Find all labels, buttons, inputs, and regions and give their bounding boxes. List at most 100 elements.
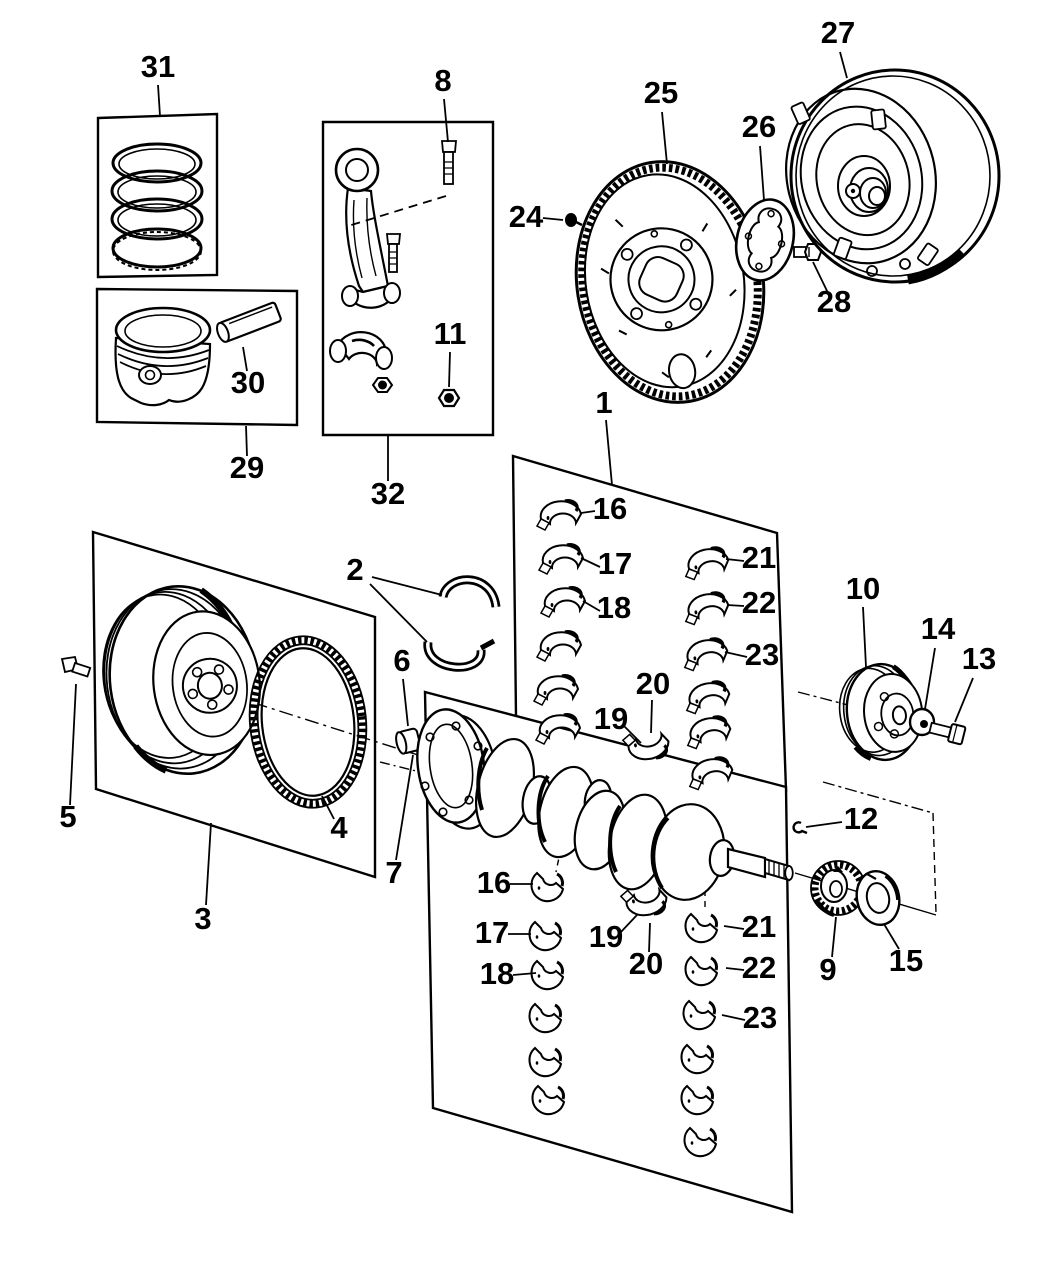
callout-26: 26	[742, 109, 776, 201]
callout-5: 5	[59, 683, 77, 834]
callout-1: 1	[595, 385, 613, 486]
callout-label: 15	[889, 943, 923, 978]
callout-label: 20	[629, 946, 663, 981]
drive-plate	[734, 198, 796, 282]
leader-line	[726, 604, 745, 607]
callout-21: 21	[723, 909, 776, 944]
callout-15: 15	[883, 923, 923, 978]
callout-label: 1	[595, 385, 612, 420]
callout-label: 19	[594, 701, 628, 736]
callout-label: 16	[593, 491, 627, 526]
leader-line	[580, 557, 601, 568]
callout-23: 23	[724, 637, 779, 672]
callout-label: 5	[59, 799, 76, 834]
callout-label: 25	[644, 75, 678, 110]
leader-line	[661, 111, 668, 165]
callout-21: 21	[725, 540, 776, 575]
callout-label: 28	[817, 284, 851, 319]
leader-line	[883, 923, 900, 950]
crankshaft	[416, 708, 794, 901]
leader-line	[512, 972, 537, 976]
callout-4: 4	[321, 795, 348, 845]
piston	[114, 306, 212, 407]
callout-label: 12	[844, 801, 878, 836]
callout-label: 2	[346, 552, 363, 587]
rod-bolt-second	[386, 233, 401, 273]
callout-30: 30	[231, 346, 265, 400]
sprocket-washer-15	[855, 870, 901, 926]
damper-pulley	[102, 584, 261, 776]
callout-7: 7	[385, 754, 414, 890]
callout-label: 18	[597, 590, 631, 625]
rod-nut	[371, 377, 394, 393]
callout-label: 20	[636, 666, 670, 701]
callout-18: 18	[480, 956, 537, 991]
damper-bolt-5	[60, 655, 92, 678]
leader-line	[725, 558, 745, 562]
callout-16: 16	[477, 865, 533, 900]
thrust-washers	[423, 575, 501, 672]
callout-3: 3	[194, 822, 212, 936]
leader-line	[812, 261, 830, 296]
callout-label: 22	[742, 950, 776, 985]
callout-label: 32	[371, 476, 405, 511]
callout-label: 10	[846, 571, 880, 606]
piston-pin	[216, 301, 282, 343]
callout-label: 23	[745, 637, 779, 672]
leader-line	[402, 678, 409, 727]
callout-label: 4	[330, 810, 348, 845]
leader-line	[580, 510, 596, 514]
leader-line	[448, 351, 451, 388]
leader-line	[395, 754, 414, 861]
leader-line	[862, 606, 867, 668]
flywheel	[574, 160, 766, 404]
callout-27: 27	[821, 15, 855, 79]
callout-label: 26	[742, 109, 776, 144]
leader-line	[205, 822, 212, 906]
callout-label: 7	[385, 855, 402, 890]
callout-label: 23	[743, 1000, 777, 1035]
callout-label: 14	[921, 611, 956, 646]
callout-label: 27	[821, 15, 855, 50]
leader-line	[69, 683, 77, 806]
flywheel-screw-24	[565, 213, 583, 227]
callout-20: 20	[636, 666, 670, 734]
callout-label: 16	[477, 865, 511, 900]
rod-nut-11	[437, 388, 461, 408]
leader-line	[721, 1014, 746, 1021]
callout-label: 21	[742, 540, 776, 575]
callout-14: 14	[921, 611, 956, 710]
leader-line	[723, 925, 745, 930]
callout-label: 11	[434, 316, 467, 351]
leader-line	[619, 914, 638, 934]
leader-line	[369, 583, 428, 643]
callout-label: 17	[475, 915, 509, 950]
callout-label: 19	[589, 919, 623, 954]
callout-label: 22	[742, 585, 776, 620]
leader-line	[157, 84, 161, 117]
callout-19: 19	[594, 701, 642, 744]
leader-line	[245, 425, 248, 457]
leader-line	[650, 699, 653, 734]
callout-17: 17	[475, 915, 531, 950]
pulley-washer-14	[908, 707, 936, 737]
ring-gear	[248, 635, 368, 809]
callout-label: 3	[194, 901, 211, 936]
piston-ring-set	[110, 142, 204, 271]
callout-13: 13	[954, 641, 996, 723]
leader-line	[924, 647, 936, 710]
leader-line	[371, 576, 443, 596]
callout-label: 17	[598, 546, 632, 581]
callout-20: 20	[629, 922, 663, 981]
leader-line	[542, 217, 564, 221]
callout-24: 24	[509, 199, 564, 234]
callout-16: 16	[580, 491, 627, 526]
callout-25: 25	[644, 75, 678, 165]
callout-28: 28	[812, 261, 851, 319]
callout-label: 24	[509, 199, 544, 234]
leader-line	[321, 795, 335, 820]
callout-10: 10	[846, 571, 880, 668]
leader-line	[805, 821, 843, 828]
